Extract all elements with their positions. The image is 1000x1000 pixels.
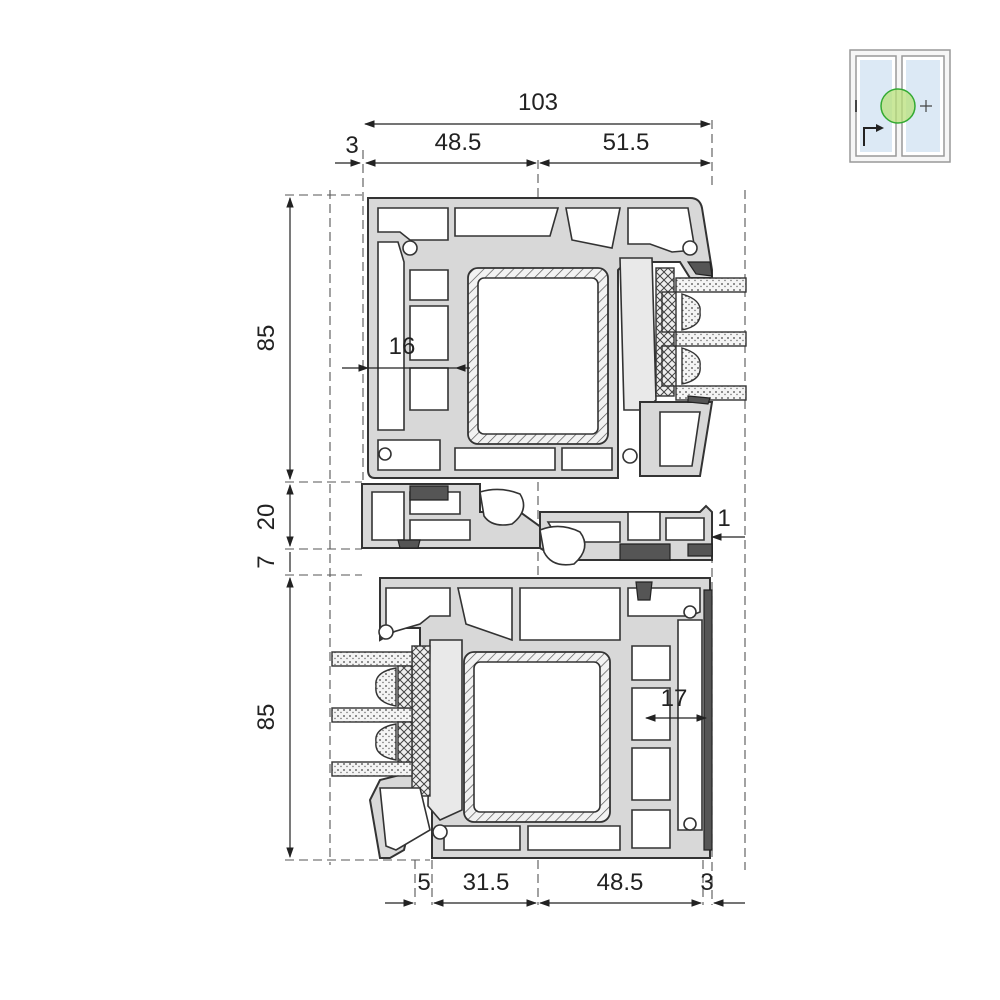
dimension-upper-inner-width: 16 bbox=[342, 333, 470, 372]
svg-text:48.5: 48.5 bbox=[435, 129, 482, 156]
lower-sash-profile bbox=[331, 577, 713, 859]
svg-text:3: 3 bbox=[700, 869, 713, 896]
interlock-profile bbox=[361, 483, 713, 566]
dimension-lower-inner-width: 17 bbox=[644, 685, 708, 722]
upper-sash-profile bbox=[367, 197, 747, 479]
svg-text:48.5: 48.5 bbox=[597, 869, 644, 896]
dimension-upper-height: 85 bbox=[253, 196, 294, 481]
svg-text:51.5: 51.5 bbox=[603, 129, 650, 156]
dimension-lower-height: 85 bbox=[253, 576, 294, 859]
svg-text:20: 20 bbox=[253, 504, 280, 531]
svg-text:7: 7 bbox=[253, 555, 280, 568]
dimension-bottom-right-offset: 3 bbox=[700, 869, 745, 907]
dimension-bottom-right-width: 48.5 bbox=[538, 869, 703, 907]
svg-text:3: 3 bbox=[345, 132, 358, 159]
dimension-top-left-offset: 3 bbox=[335, 132, 362, 167]
svg-text:85: 85 bbox=[253, 325, 280, 352]
dimension-middle-height: 20 bbox=[253, 483, 294, 548]
dimension-top-right-width: 51.5 bbox=[538, 129, 712, 167]
svg-text:5: 5 bbox=[417, 869, 430, 896]
svg-text:16: 16 bbox=[389, 333, 416, 360]
svg-text:85: 85 bbox=[253, 704, 280, 731]
svg-text:17: 17 bbox=[661, 685, 688, 712]
svg-text:31.5: 31.5 bbox=[463, 869, 510, 896]
dimension-overall-width: 103 bbox=[363, 89, 712, 128]
dimension-gap-height: 7 bbox=[253, 552, 291, 572]
dimension-top-left-width: 48.5 bbox=[364, 129, 538, 167]
dimension-bottom-mid-width: 31.5 bbox=[463, 869, 510, 896]
window-thumbnail-icon bbox=[849, 49, 951, 163]
dimension-right-offset: 1 bbox=[710, 505, 745, 541]
dimension-bottom-left-offset: 5 bbox=[385, 869, 538, 907]
section-marker-icon bbox=[880, 88, 916, 124]
svg-text:103: 103 bbox=[518, 89, 558, 116]
svg-text:1: 1 bbox=[717, 505, 730, 532]
opening-arrow-icon bbox=[863, 127, 878, 146]
